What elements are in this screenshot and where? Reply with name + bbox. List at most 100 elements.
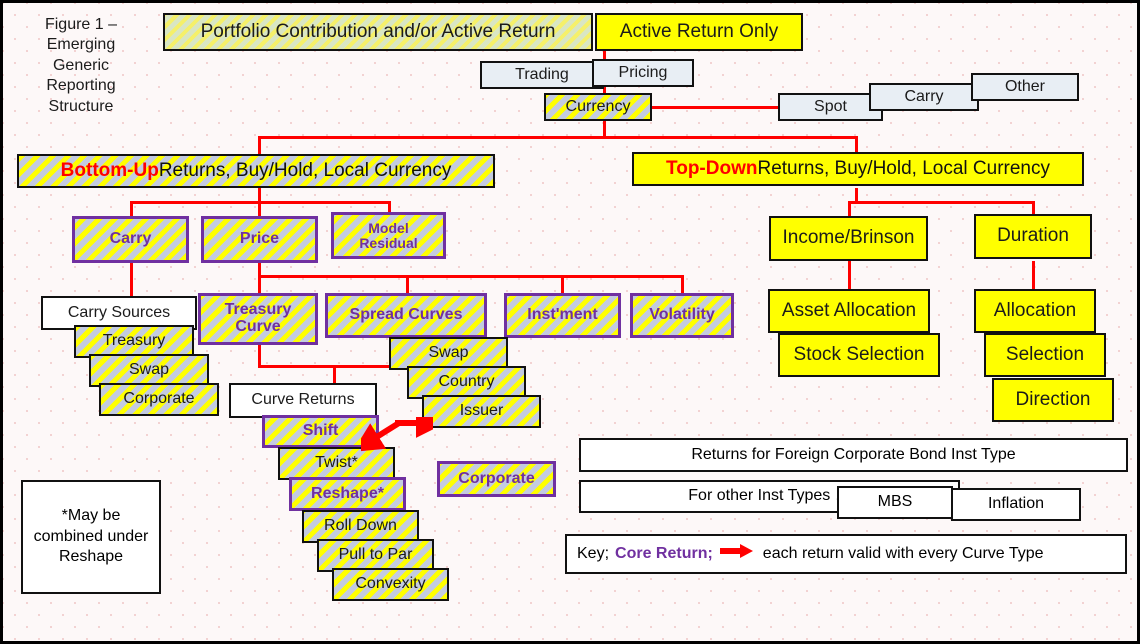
box-label: Asset Allocation bbox=[781, 299, 917, 321]
box-asset-allocation[interactable]: Asset Allocation bbox=[768, 289, 930, 333]
box-label: Swap bbox=[128, 361, 170, 379]
box-allocation[interactable]: Allocation bbox=[974, 289, 1096, 333]
box-label: Treasury Curve bbox=[224, 301, 292, 335]
box-curve-child-reshape[interactable]: Reshape* bbox=[289, 477, 406, 511]
box-curve-child-shift[interactable]: Shift bbox=[262, 415, 379, 448]
box-instment[interactable]: Inst'ment bbox=[504, 293, 621, 338]
box-label: Other bbox=[1004, 77, 1045, 95]
box-label: Corporate bbox=[458, 469, 535, 487]
top-down-rest: Returns, Buy/Hold, Local Currency bbox=[757, 157, 1050, 179]
box-selection[interactable]: Selection bbox=[984, 333, 1106, 377]
box-trading[interactable]: Trading bbox=[480, 61, 604, 89]
top-down-prefix: Top-Down bbox=[666, 157, 758, 179]
box-label: Duration bbox=[997, 225, 1069, 247]
note-may-be-combined: *May be combined under Reshape bbox=[21, 480, 161, 594]
box-carry-fx[interactable]: Carry bbox=[869, 83, 979, 111]
box-label: Pricing bbox=[618, 63, 668, 81]
box-carry-child-swap[interactable]: Swap bbox=[89, 354, 209, 387]
box-spread-child-corporate[interactable]: Corporate bbox=[437, 461, 556, 497]
box-active-return-only[interactable]: Active Return Only bbox=[595, 13, 803, 51]
box-label: Selection bbox=[1005, 343, 1085, 365]
box-carry-sources[interactable]: Carry Sources bbox=[41, 296, 197, 330]
connector-price-bus bbox=[258, 275, 682, 278]
box-label: Issuer bbox=[459, 402, 504, 420]
box-treasury-curve[interactable]: Treasury Curve bbox=[198, 293, 318, 345]
box-income-brinson[interactable]: Income/Brinson bbox=[769, 216, 928, 261]
connector-treasurycurve-down bbox=[258, 345, 261, 367]
legend-core-return: Core Return; bbox=[615, 544, 713, 562]
box-label: Trading bbox=[515, 65, 569, 83]
connector-to-price bbox=[258, 201, 261, 216]
box-carry-child-treasury[interactable]: Treasury bbox=[74, 325, 194, 358]
box-label: Allocation bbox=[993, 299, 1077, 321]
connector-currency-down bbox=[603, 121, 606, 138]
note-foreign-corporate: Returns for Foreign Corporate Bond Inst … bbox=[579, 438, 1128, 472]
box-stock-selection[interactable]: Stock Selection bbox=[778, 333, 940, 377]
box-label: Price bbox=[239, 230, 280, 248]
connector-to-carry bbox=[130, 201, 133, 216]
box-label: Country bbox=[438, 373, 495, 391]
box-spread-child-issuer[interactable]: Issuer bbox=[422, 395, 541, 428]
box-label: Twist* bbox=[315, 454, 358, 472]
bidirectional-arrow-icon bbox=[361, 417, 433, 452]
connector-to-spread-curves bbox=[406, 275, 409, 293]
box-carry[interactable]: Carry bbox=[72, 216, 189, 263]
box-direction[interactable]: Direction bbox=[992, 378, 1114, 422]
box-curve-child-twist[interactable]: Twist* bbox=[278, 447, 395, 480]
connector-main-bus bbox=[258, 136, 858, 139]
connector-bottomup-down bbox=[258, 188, 261, 203]
box-label: Spread Curves bbox=[349, 306, 463, 324]
box-label: Carry Sources bbox=[67, 303, 171, 321]
box-model-residual[interactable]: Model Residual bbox=[331, 212, 446, 259]
box-label: Spot bbox=[814, 97, 847, 115]
box-portfolio-contribution[interactable]: Portfolio Contribution and/or Active Ret… bbox=[163, 13, 593, 51]
legend-key-label: Key; bbox=[577, 544, 610, 562]
box-curve-child-pull-to-par[interactable]: Pull to Par bbox=[317, 539, 434, 572]
box-top-down-branch[interactable]: Top-Down Returns, Buy/Hold, Local Curren… bbox=[632, 152, 1084, 186]
legend-key: Key; Core Return; each return valid with… bbox=[565, 534, 1127, 574]
note-inflation: Inflation bbox=[951, 488, 1081, 521]
box-label: Income/Brinson bbox=[782, 227, 915, 249]
connector-to-volatility bbox=[681, 275, 684, 293]
box-label: Stock Selection bbox=[793, 343, 925, 365]
box-pricing[interactable]: Pricing bbox=[592, 59, 694, 87]
connector-to-model-residual bbox=[388, 201, 391, 216]
box-curve-child-convexity[interactable]: Convexity bbox=[332, 568, 449, 601]
box-bottom-up-branch[interactable]: Bottom-Up Returns, Buy/Hold, Local Curre… bbox=[17, 154, 495, 188]
box-label: Treasury bbox=[102, 332, 166, 350]
connector-price-down bbox=[258, 263, 261, 277]
box-curve-returns[interactable]: Curve Returns bbox=[229, 383, 377, 418]
connector-income-to-assetalloc bbox=[848, 261, 851, 289]
box-label: Portfolio Contribution and/or Active Ret… bbox=[200, 20, 556, 42]
box-label: Corporate bbox=[123, 390, 195, 408]
box-volatility[interactable]: Volatility bbox=[630, 293, 734, 338]
box-label: Currency bbox=[565, 97, 631, 115]
box-spread-child-swap[interactable]: Swap bbox=[389, 337, 508, 370]
box-spread-child-country[interactable]: Country bbox=[407, 366, 526, 399]
box-label: Convexity bbox=[355, 575, 426, 593]
box-other[interactable]: Other bbox=[971, 73, 1079, 101]
box-label: Direction bbox=[1015, 388, 1091, 410]
figure-caption: Figure 1 – Emerging Generic Reporting St… bbox=[44, 16, 118, 115]
box-spot[interactable]: Spot bbox=[778, 93, 883, 121]
box-carry-child-corporate[interactable]: Corporate bbox=[99, 383, 219, 416]
box-currency[interactable]: Currency bbox=[544, 93, 652, 121]
box-duration[interactable]: Duration bbox=[974, 214, 1092, 259]
connector-topdown-down bbox=[855, 188, 858, 203]
box-curve-child-roll-down[interactable]: Roll Down bbox=[302, 510, 419, 543]
box-label: Pull to Par bbox=[338, 546, 413, 564]
box-label: Inst'ment bbox=[527, 306, 598, 324]
connector-carry-to-sources bbox=[130, 263, 133, 296]
connector-bus-to-topdown bbox=[855, 136, 858, 154]
box-label: Active Return Only bbox=[619, 20, 779, 42]
arrow-right-icon bbox=[719, 543, 754, 566]
connector-to-income-brinson bbox=[848, 201, 851, 216]
connector-to-instment bbox=[561, 275, 564, 293]
note-mbs: MBS bbox=[837, 486, 953, 519]
box-spread-curves[interactable]: Spread Curves bbox=[325, 293, 487, 338]
legend-arrow-text: each return valid with every Curve Type bbox=[762, 544, 1044, 562]
connector-currency-to-spot bbox=[649, 106, 779, 109]
box-price[interactable]: Price bbox=[201, 216, 318, 263]
connector-topdown-bus bbox=[848, 201, 1033, 204]
box-label: Model Residual bbox=[359, 219, 418, 251]
